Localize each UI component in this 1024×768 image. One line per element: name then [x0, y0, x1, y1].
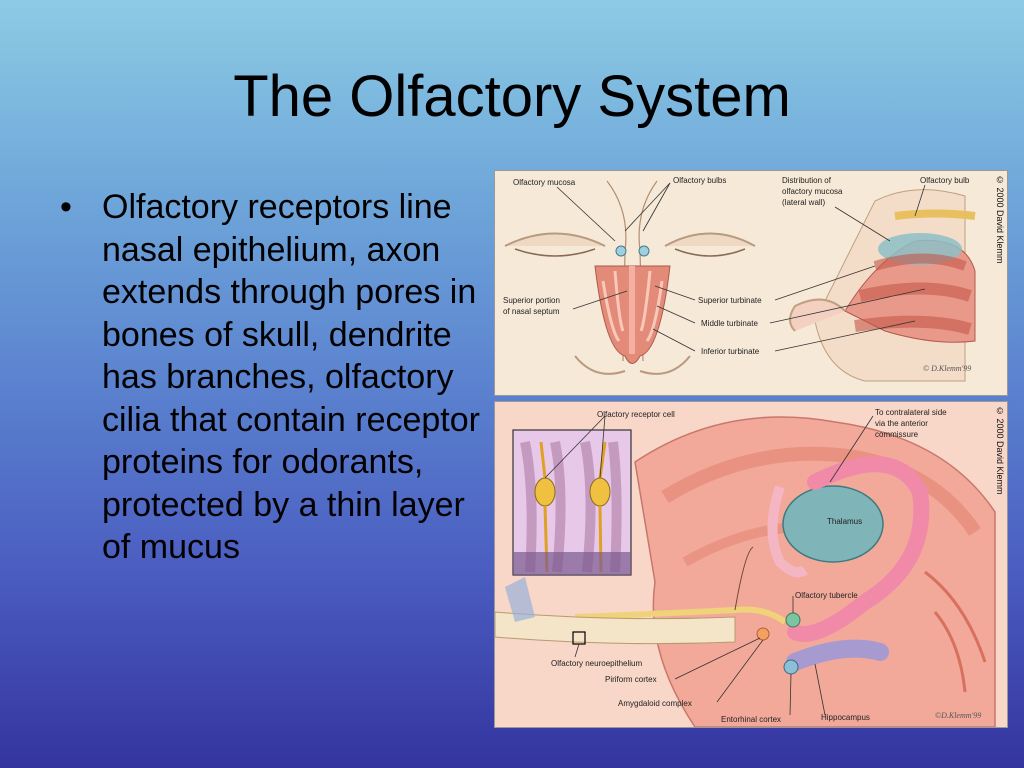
label-olfactory-neuroepithelium: Olfactory neuroepithelium — [551, 659, 642, 668]
slide-title: The Olfactory System — [233, 64, 791, 129]
label-piriform-cortex: Piriform cortex — [605, 675, 657, 684]
figure-bottom-copyright: © 2000 David Klemm — [995, 406, 1005, 495]
bullet-text: Olfactory receptors line nasal epitheliu… — [102, 188, 480, 566]
label-olfactory-bulb: Olfactory bulb — [920, 176, 970, 185]
label-distribution-3: (lateral wall) — [782, 198, 825, 207]
label-inferior-turbinate: Inferior turbinate — [701, 347, 760, 356]
bullet-item: • Olfactory receptors line nasal epithel… — [60, 186, 490, 569]
label-thalamus: Thalamus — [827, 517, 862, 526]
label-distribution-1: Distribution of — [782, 176, 832, 185]
figure-nasal-anatomy: Olfactory mucosa Olfactory bulbs Distrib… — [494, 170, 1008, 396]
label-distribution-2: olfactory mucosa — [782, 187, 843, 196]
label-superior-turbinate: Superior turbinate — [698, 296, 762, 305]
label-hippocampus: Hippocampus — [821, 713, 870, 722]
label-olfactory-bulbs: Olfactory bulbs — [673, 176, 726, 185]
label-amygdaloid-complex: Amygdaloid complex — [618, 699, 692, 708]
label-contralateral-3: commissure — [875, 430, 919, 439]
label-contralateral-1: To contralateral side — [875, 408, 947, 417]
figure-top-copyright: © 2000 David Klemm — [995, 175, 1005, 264]
label-superior-portion-1: Superior portion — [503, 296, 560, 305]
figure-olfactory-pathway: Olfactory receptor cell To contralateral… — [494, 401, 1008, 728]
nasal-illustration: Olfactory mucosa Olfactory bulbs Distrib… — [495, 171, 1007, 395]
label-olfactory-tubercle: Olfactory tubercle — [795, 591, 858, 600]
figure-top-signature: © D.Klemm'99 — [923, 364, 971, 373]
brain-illustration: Olfactory receptor cell To contralateral… — [495, 402, 1007, 727]
label-olfactory-mucosa: Olfactory mucosa — [513, 178, 576, 187]
figure-bottom-signature: ©D.Klemm'99 — [935, 711, 981, 720]
label-entorhinal-cortex: Entorhinal cortex — [721, 715, 781, 724]
label-contralateral-2: via the anterior — [875, 419, 928, 428]
label-superior-portion-2: of nasal septum — [503, 307, 560, 316]
label-middle-turbinate: Middle turbinate — [701, 319, 758, 328]
label-olfactory-receptor-cell: Olfactory receptor cell — [597, 410, 675, 419]
bullet-marker: • — [60, 188, 72, 226]
